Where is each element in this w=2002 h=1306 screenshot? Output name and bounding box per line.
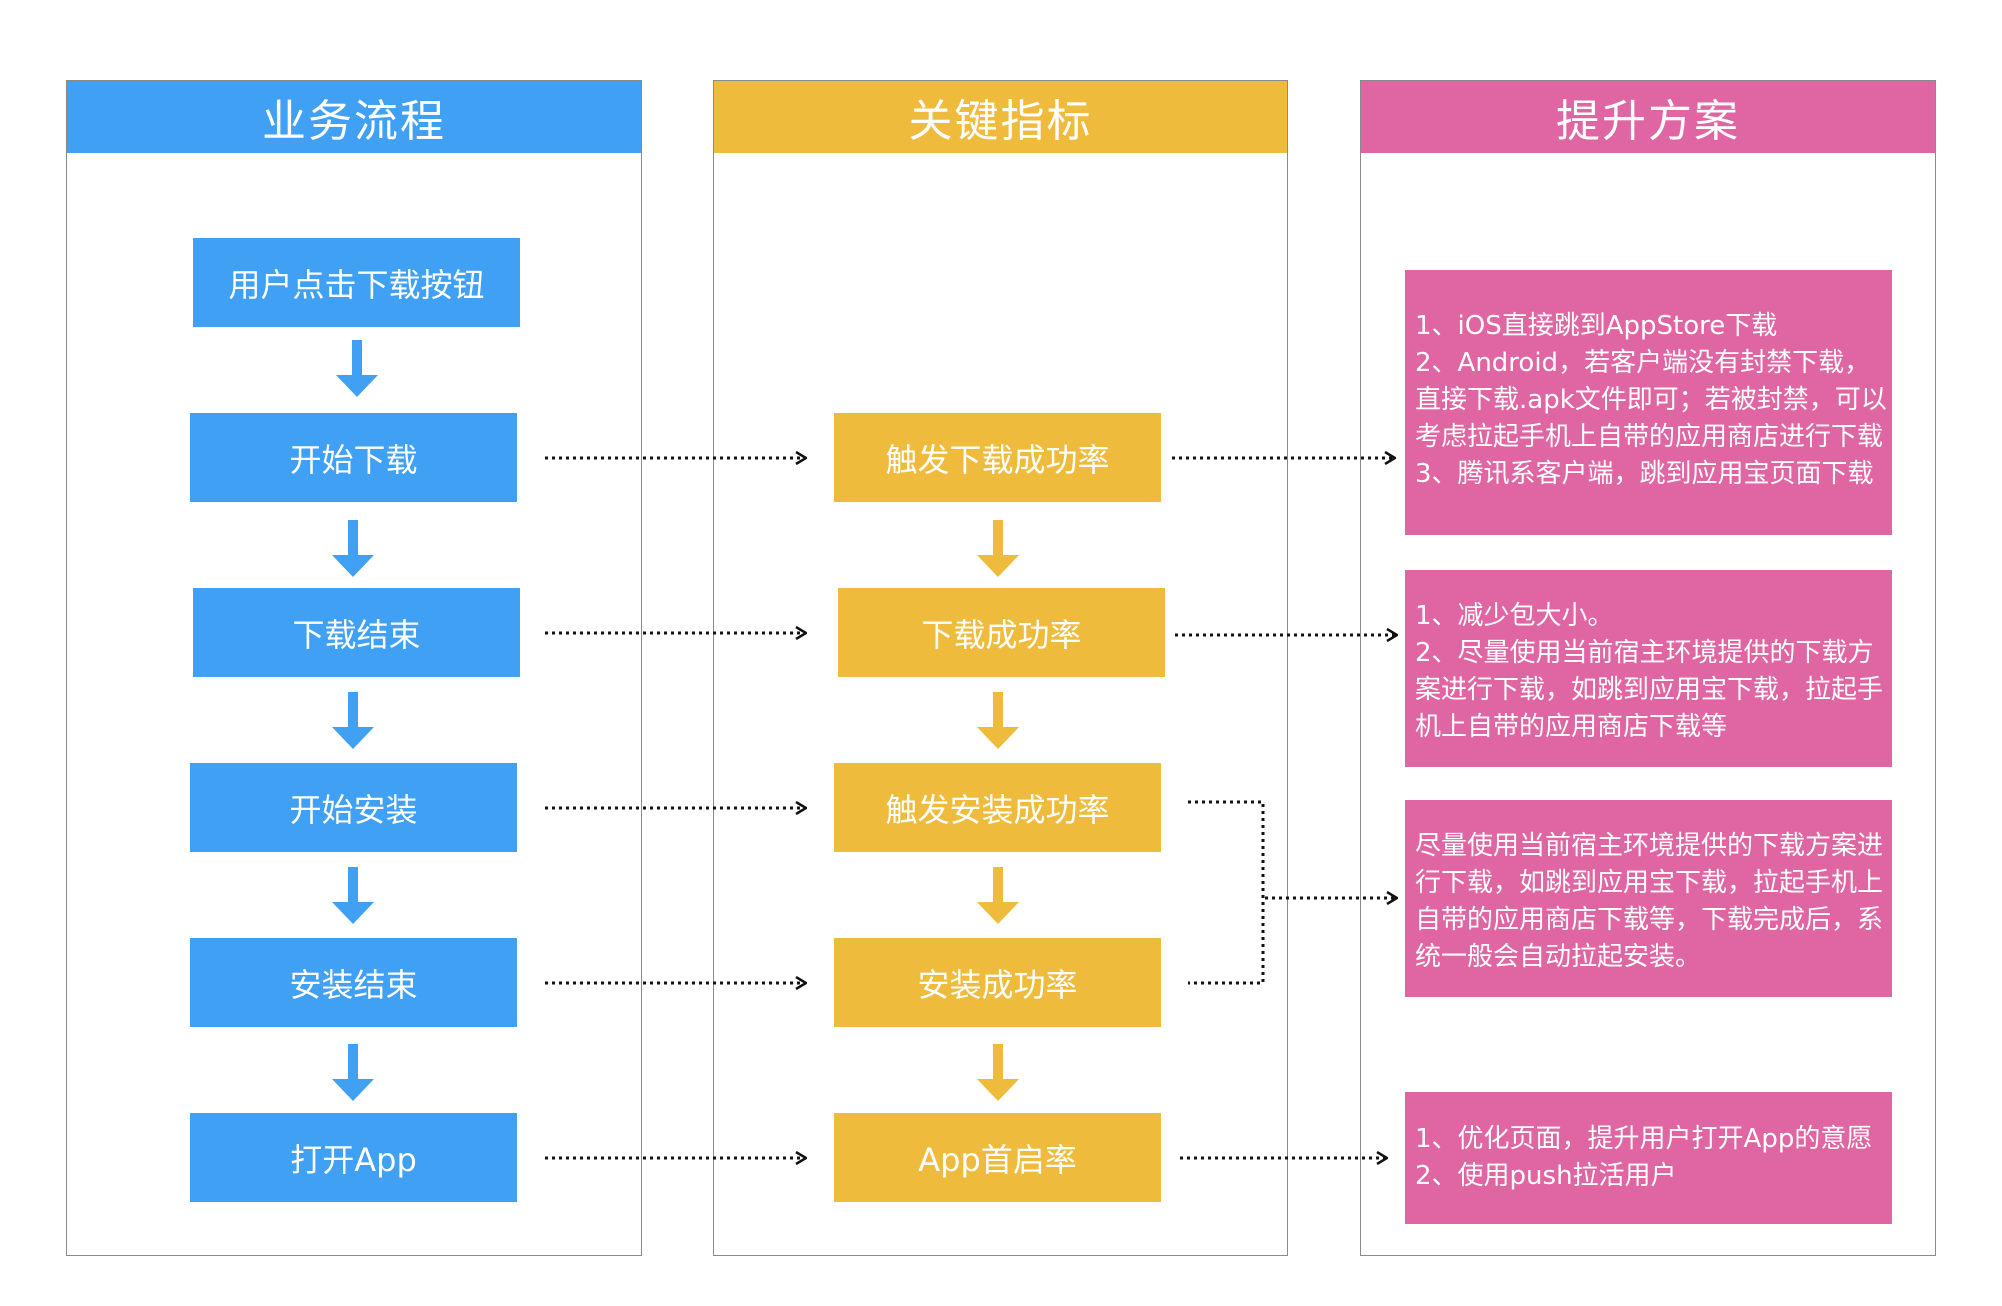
solution-note-line: 3、腾讯系客户端，跳到应用宝页面下载 [1415, 459, 1874, 489]
solution-note-line: 统一般会自动拉起安装。 [1415, 942, 1702, 972]
process-step-click-download: 用户点击下载按钮 [193, 238, 520, 327]
solution-note-app-launch: 1、优化页面，提升用户打开App的意愿 2、使用push拉活用户 [1405, 1092, 1892, 1224]
solution-note-line: 1、优化页面，提升用户打开App的意愿 [1415, 1124, 1873, 1154]
process-step-start-download: 开始下载 [190, 413, 517, 502]
solutions-column-title: 提升方案 [1361, 81, 1935, 153]
solution-note-line: 案进行下载，如跳到应用宝下载，拉起手 [1415, 675, 1884, 705]
metric-trigger-install-rate: 触发安装成功率 [834, 763, 1161, 852]
solution-note-line: 行下载，如跳到应用宝下载，拉起手机上 [1415, 868, 1884, 898]
down-arrow-icon [332, 520, 374, 577]
solution-note-line: 自带的应用商店下载等，下载完成后，系 [1415, 905, 1884, 935]
solution-note-line: 尽量使用当前宿主环境提供的下载方案进 [1415, 831, 1884, 861]
metric-install-success-rate: 安装成功率 [834, 938, 1161, 1027]
solution-note-download-success: 1、减少包大小。 2、尽量使用当前宿主环境提供的下载方 案进行下载，如跳到应用宝… [1405, 570, 1892, 767]
process-step-install-end: 安装结束 [190, 938, 517, 1027]
down-arrow-icon [332, 1044, 374, 1101]
solution-note-line: 考虑拉起手机上自带的应用商店进行下载 [1415, 422, 1884, 452]
dotted-bracket [1188, 800, 1265, 985]
down-arrow-icon [977, 692, 1019, 749]
solution-note-line: 1、减少包大小。 [1415, 601, 1614, 631]
metric-trigger-download-rate: 触发下载成功率 [834, 413, 1161, 502]
process-step-download-end: 下载结束 [193, 588, 520, 677]
process-column-title: 业务流程 [67, 81, 641, 153]
solution-note-line: 直接下载.apk文件即可；若被封禁，可以 [1415, 385, 1887, 415]
solution-note-line: 机上自带的应用商店下载等 [1415, 712, 1728, 742]
solution-note-line: 2、Android，若客户端没有封禁下载， [1415, 348, 1871, 378]
process-step-open-app: 打开App [190, 1113, 517, 1202]
down-arrow-icon [336, 340, 378, 397]
solution-note-line: 2、使用push拉活用户 [1415, 1161, 1677, 1191]
metric-app-first-launch-rate: App首启率 [834, 1113, 1161, 1202]
solution-note-line: 1、iOS直接跳到AppStore下载 [1415, 311, 1778, 341]
solution-note-line: 2、尽量使用当前宿主环境提供的下载方 [1415, 638, 1874, 668]
solution-note-install: 尽量使用当前宿主环境提供的下载方案进 行下载，如跳到应用宝下载，拉起手机上 自带… [1405, 800, 1892, 997]
solution-note-download-trigger: 1、iOS直接跳到AppStore下载 2、Android，若客户端没有封禁下载… [1405, 270, 1892, 535]
metrics-column-title: 关键指标 [714, 81, 1287, 153]
down-arrow-icon [977, 867, 1019, 924]
process-step-start-install: 开始安装 [190, 763, 517, 852]
down-arrow-icon [332, 867, 374, 924]
down-arrow-icon [977, 520, 1019, 577]
down-arrow-icon [332, 692, 374, 749]
metric-download-success-rate: 下载成功率 [838, 588, 1165, 677]
down-arrow-icon [977, 1044, 1019, 1101]
